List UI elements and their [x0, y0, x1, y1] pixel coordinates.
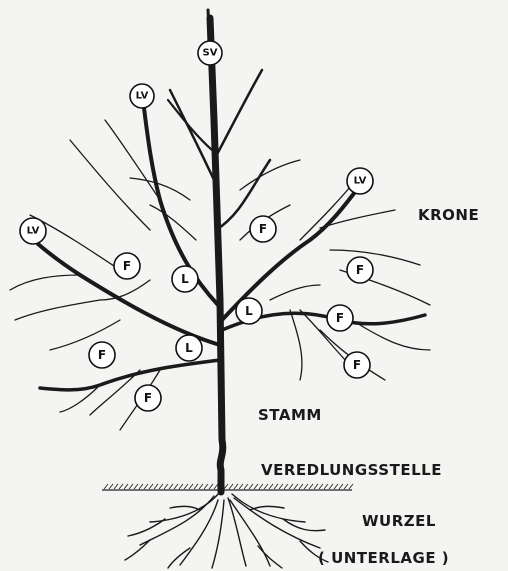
node-f: F	[347, 257, 373, 283]
node-l: L	[236, 298, 262, 324]
svg-text:L: L	[245, 304, 253, 318]
svg-text:L: L	[181, 272, 189, 286]
svg-text:F: F	[123, 259, 131, 273]
svg-text:LV: LV	[136, 91, 149, 102]
svg-text:F: F	[336, 311, 344, 325]
node-l: L	[176, 335, 202, 361]
svg-text:L: L	[185, 341, 193, 355]
node-lv-right: LV	[347, 168, 373, 194]
node-f: F	[114, 253, 140, 279]
node-f: F	[344, 352, 370, 378]
node-f: F	[327, 305, 353, 331]
svg-text:F: F	[259, 222, 267, 236]
svg-text:F: F	[353, 358, 361, 372]
svg-text:F: F	[356, 263, 364, 277]
ground-line	[102, 484, 353, 490]
node-f: F	[89, 342, 115, 368]
node-lv-left: LV	[20, 218, 46, 244]
label-krone: KRONE	[418, 206, 479, 224]
trunk	[208, 10, 223, 492]
node-lv-top: LV	[130, 84, 154, 108]
label-wurzel: WURZEL	[362, 512, 436, 530]
svg-text:LV: LV	[354, 176, 367, 187]
svg-text:LV: LV	[27, 226, 40, 237]
label-stamm: STAMM	[258, 406, 322, 424]
node-l: L	[172, 266, 198, 292]
svg-text:SV: SV	[203, 48, 218, 59]
node-f: F	[135, 385, 161, 411]
label-unterlage: ( UNTERLAGE )	[318, 549, 449, 567]
scaffold-branches	[38, 70, 425, 390]
node-sv: SV	[198, 41, 222, 65]
root-system	[125, 492, 328, 568]
node-f: F	[250, 216, 276, 242]
label-veredlungsstelle: VEREDLUNGSSTELLE	[261, 461, 442, 479]
svg-text:F: F	[98, 348, 106, 362]
svg-text:F: F	[144, 391, 152, 405]
